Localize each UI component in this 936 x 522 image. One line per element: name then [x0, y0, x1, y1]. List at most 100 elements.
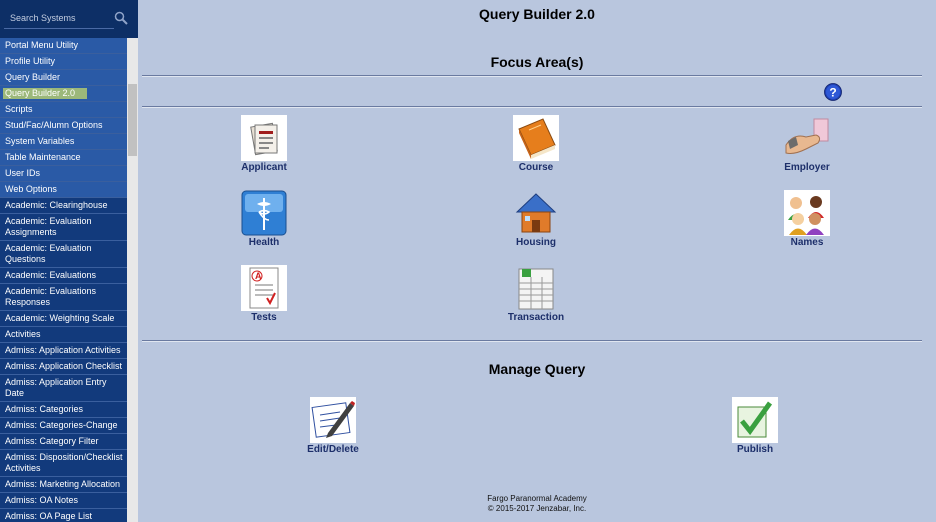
footer-copyright: © 2015-2017 Jenzabar, Inc. [487, 504, 587, 513]
focus-item-names[interactable]: Names [752, 190, 862, 248]
sidebar-item[interactable]: Admiss: Categories [0, 402, 127, 418]
sidebar-item-label: Admiss: Application Checklist [5, 361, 123, 371]
sidebar-item[interactable]: Stud/Fac/Alumn Options [0, 118, 127, 134]
sidebar-item[interactable]: Table Maintenance [0, 150, 127, 166]
focus-item-transaction[interactable]: Transaction [481, 265, 591, 323]
sidebar-item-label: Query Builder [5, 72, 61, 82]
sidebar-item-label: System Variables [5, 136, 75, 146]
search-input[interactable] [4, 8, 114, 29]
sidebar-item[interactable]: System Variables [0, 134, 127, 150]
focus-item-housing[interactable]: Housing [481, 190, 591, 248]
sidebar-item-label: Admiss: OA Page List [5, 511, 93, 521]
applicant-icon [250, 122, 278, 156]
sidebar-item-label: Admiss: Disposition/Checklist Activities [5, 452, 123, 473]
manage-item-label: Edit/Delete [307, 444, 359, 455]
sidebar-item[interactable]: Admiss: Application Activities [0, 343, 127, 359]
employer-icon [785, 118, 829, 154]
sidebar-item[interactable]: Academic: Evaluations Responses [0, 284, 127, 311]
sidebar-item-label: Academic: Clearinghouse [5, 200, 108, 210]
page-title: Query Builder 2.0 [479, 6, 595, 22]
sidebar-item-label: Stud/Fac/Alumn Options [5, 120, 103, 130]
focus-item-label: Tests [251, 312, 277, 323]
sidebar-item-label: Academic: Evaluation Questions [5, 243, 92, 264]
sidebar-item[interactable]: Academic: Evaluation Questions [0, 241, 127, 268]
sidebar-item-label: Academic: Evaluations Responses [5, 286, 97, 307]
focus-item-label: Health [248, 237, 280, 248]
footer-institution: Fargo Paranormal Academy [487, 494, 587, 503]
sidebar-item[interactable]: Academic: Evaluations [0, 268, 127, 284]
manage-item-edit-delete[interactable]: Edit/Delete [278, 397, 388, 455]
sidebar-item-label: Portal Menu Utility [5, 40, 79, 50]
sidebar-item-label: Query Builder 2.0 [3, 88, 88, 99]
sidebar-item[interactable]: Query Builder [0, 70, 127, 86]
sidebar-item[interactable]: Admiss: Marketing Allocation [0, 477, 127, 493]
sidebar-item-label: Academic: Evaluation Assignments [5, 216, 92, 237]
focus-item-label: Names [790, 237, 824, 248]
search-icon[interactable] [114, 11, 128, 25]
focus-item-label: Employer [784, 162, 830, 173]
sidebar-item-label: Admiss: Application Activities [5, 345, 121, 355]
sidebar-item[interactable]: Admiss: OA Page List [0, 509, 127, 522]
course-icon [518, 118, 556, 159]
sidebar-item[interactable]: Admiss: Category Filter [0, 434, 127, 450]
sidebar-item[interactable]: Admiss: Categories-Change [0, 418, 127, 434]
focus-item-label: Course [518, 162, 554, 173]
sidebar-item-label: Admiss: Categories-Change [5, 420, 118, 430]
housing-icon [515, 193, 557, 233]
sidebar-item[interactable]: Academic: Clearinghouse [0, 198, 127, 214]
sidebar-item[interactable]: Admiss: OA Notes [0, 493, 127, 509]
sidebar-item[interactable]: Activities [0, 327, 127, 343]
sidebar-item[interactable]: Scripts [0, 102, 127, 118]
sidebar-item-label: Scripts [5, 104, 33, 114]
svg-text:?: ? [829, 86, 836, 100]
sidebar-item-label: Admiss: Application Entry Date [5, 377, 107, 398]
tests-icon: A [249, 267, 279, 309]
sidebar-item[interactable]: Query Builder 2.0 [0, 86, 127, 102]
focus-area-heading: Focus Area(s) [490, 54, 584, 70]
focus-item-label: Housing [516, 237, 556, 248]
sidebar-item-label: Admiss: Categories [5, 404, 84, 414]
sidebar-item[interactable]: Academic: Weighting Scale [0, 311, 127, 327]
manage-item-publish[interactable]: Publish [700, 397, 810, 455]
sidebar-item-label: Profile Utility [5, 56, 56, 66]
focus-item-course[interactable]: Course [481, 115, 591, 173]
focus-item-tests[interactable]: A Tests [209, 265, 319, 323]
sidebar-item-label: Table Maintenance [5, 152, 81, 162]
sidebar-item-label: User IDs [5, 168, 41, 178]
manage-item-label: Publish [736, 444, 774, 455]
sidebar-item[interactable]: Profile Utility [0, 54, 127, 70]
help-icon[interactable]: ? [824, 83, 842, 101]
main-content: Query Builder 2.0 Focus Area(s) ? Applic… [138, 0, 936, 522]
focus-item-label: Transaction [507, 312, 565, 323]
sidebar-item[interactable]: Admiss: Application Entry Date [0, 375, 127, 402]
sidebar-item-label: Admiss: Category Filter [5, 436, 99, 446]
footer: Fargo Paranormal Academy © 2015-2017 Jen… [138, 494, 936, 514]
divider [142, 106, 922, 108]
sidebar-item[interactable]: Web Options [0, 182, 127, 198]
focus-item-employer[interactable]: Employer [752, 115, 862, 173]
divider [142, 75, 922, 77]
sidebar-item-label: Academic: Evaluations [5, 270, 97, 280]
names-icon [788, 196, 824, 235]
sidebar-item-label: Activities [5, 329, 41, 339]
divider [142, 340, 922, 342]
scrollbar-thumb[interactable] [128, 84, 137, 156]
focus-item-label: Applicant [241, 162, 287, 173]
search-box [0, 0, 138, 39]
sidebar-item[interactable]: Academic: Evaluation Assignments [0, 214, 127, 241]
sidebar-item[interactable]: Admiss: Application Checklist [0, 359, 127, 375]
sidebar-item[interactable]: User IDs [0, 166, 127, 182]
sidebar-scrollbar[interactable] [127, 38, 138, 522]
svg-text:A: A [255, 271, 262, 281]
focus-item-applicant[interactable]: Applicant [209, 115, 319, 173]
focus-item-health[interactable]: Health [209, 190, 319, 248]
transaction-icon [518, 268, 554, 310]
manage-query-heading: Manage Query [488, 361, 586, 377]
publish-icon [737, 401, 773, 438]
sidebar-item[interactable]: Admiss: Disposition/Checklist Activities [0, 450, 127, 477]
edit-delete-icon [311, 401, 355, 438]
sidebar-item-label: Admiss: Marketing Allocation [5, 479, 121, 489]
sidebar-item[interactable]: Portal Menu Utility [0, 38, 127, 54]
